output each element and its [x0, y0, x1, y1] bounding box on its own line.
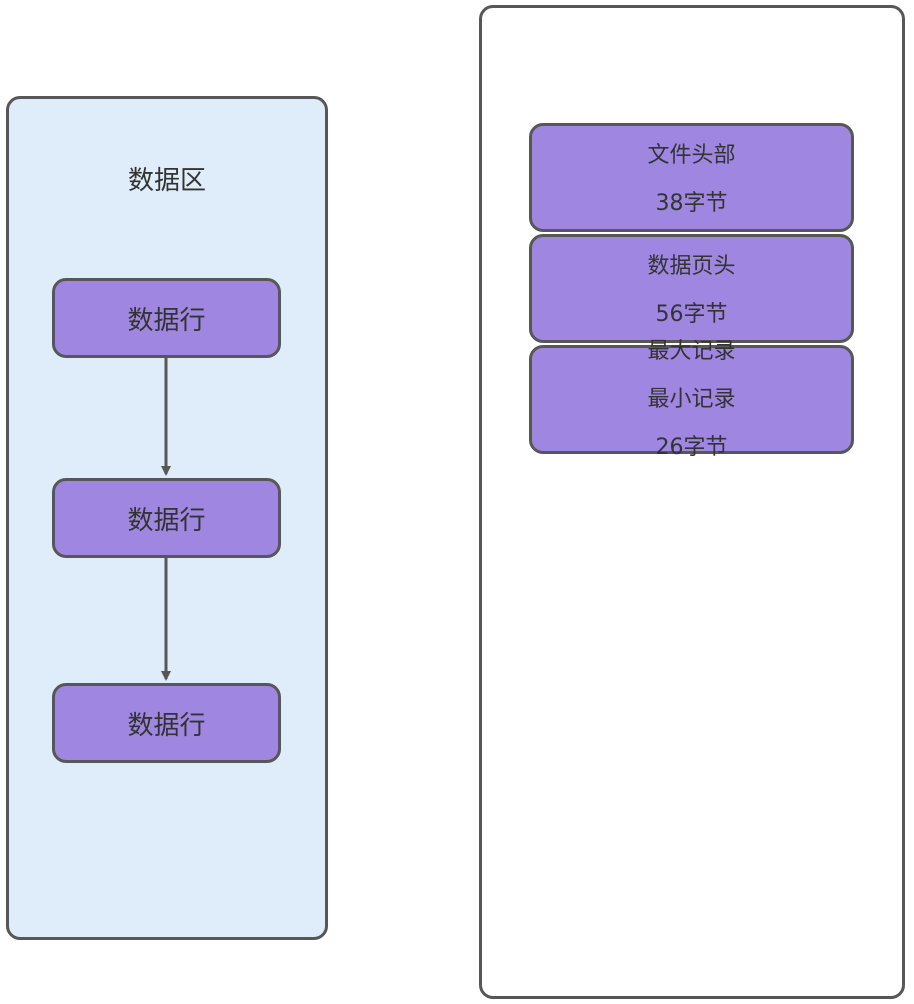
data-row-label: 数据行 — [127, 505, 206, 536]
file-header-size: 38字节 — [655, 191, 728, 216]
file-header-name: 文件头部 — [647, 143, 736, 168]
data-row-box-2[interactable]: 数据行 — [52, 478, 281, 558]
data-row-box-3[interactable]: 数据行 — [52, 683, 281, 763]
file-header-box[interactable] — [529, 123, 854, 232]
infimum-supremum-box[interactable] — [529, 345, 854, 454]
max-record-label: 最大记录 — [647, 339, 736, 364]
data-area-title: 数据区 — [127, 166, 206, 196]
data-row-label: 数据行 — [127, 710, 206, 741]
page-header-size: 56字节 — [655, 302, 728, 327]
data-row-label: 数据行 — [127, 305, 206, 336]
infimum-supremum-size: 26字节 — [655, 435, 728, 460]
page-header-box[interactable] — [529, 234, 854, 343]
min-record-label: 最小记录 — [647, 387, 736, 412]
page-header-name: 数据页头 — [647, 254, 736, 279]
data-row-box-1[interactable]: 数据行 — [52, 278, 281, 358]
